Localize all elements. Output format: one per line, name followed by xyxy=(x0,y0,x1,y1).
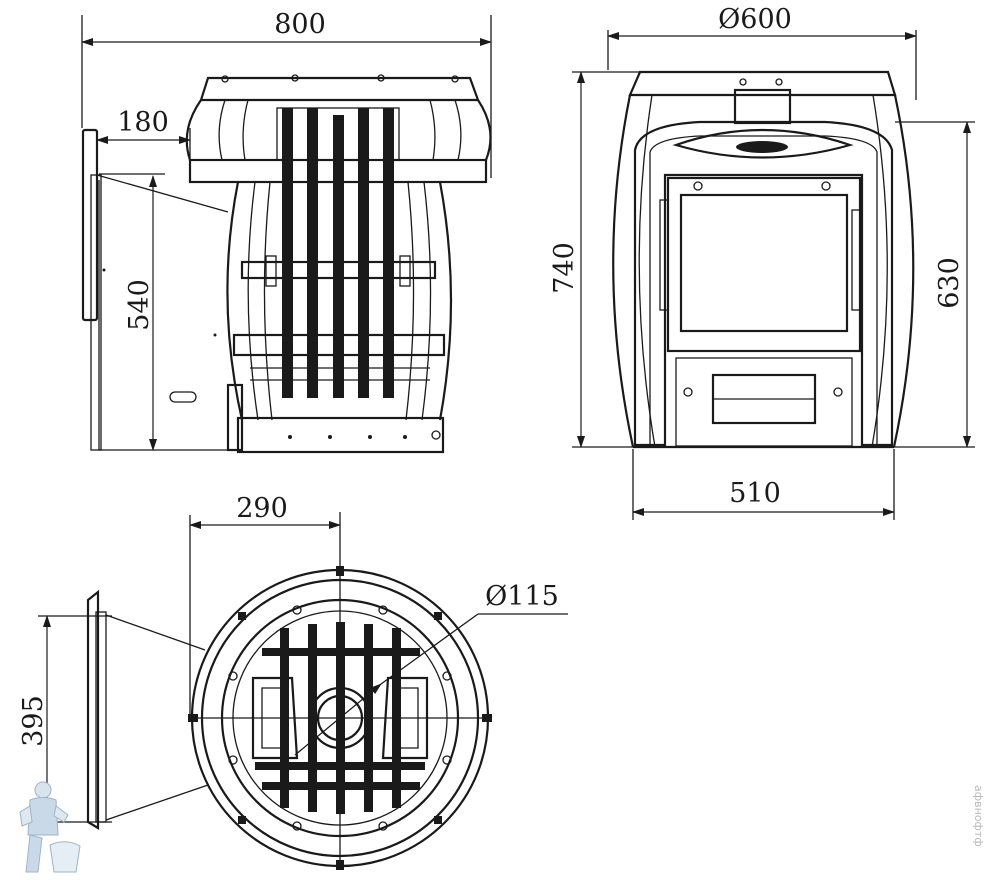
top-view: 290 Ø115 395 xyxy=(18,493,568,870)
dim-top-offset: 290 xyxy=(236,493,288,524)
front-view: Ø600 740 630 510 xyxy=(549,4,975,520)
side-view: 800 180 540 xyxy=(81,9,492,454)
watermark: афвнофтф xyxy=(972,785,985,847)
side-view-grate xyxy=(276,107,400,398)
side-view-staves xyxy=(218,99,462,421)
dim-top-flue-diameter: Ø115 xyxy=(485,581,559,612)
dim-side-height: 540 xyxy=(124,279,155,331)
dim-side-offset: 180 xyxy=(117,107,169,138)
dim-front-total-height: 740 xyxy=(549,242,580,294)
dim-top-depth: 395 xyxy=(18,695,49,747)
dim-front-door-height: 630 xyxy=(934,257,965,309)
dim-side-width: 800 xyxy=(274,9,326,40)
dim-front-diameter: Ø600 xyxy=(718,4,792,35)
plumber-mascot-logo xyxy=(19,781,81,873)
dim-front-base-width: 510 xyxy=(729,478,781,509)
